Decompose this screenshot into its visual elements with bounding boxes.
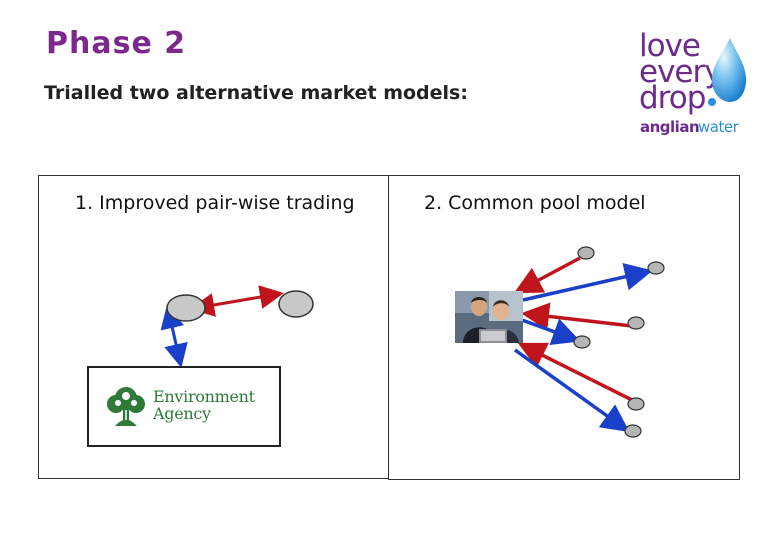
anglian-water-logo: love every drop anglian water bbox=[632, 30, 752, 140]
pairwise-trading-label: 1. Improved pair-wise trading bbox=[75, 192, 355, 214]
environment-agency-name-line1: Environment bbox=[153, 387, 255, 406]
pool-arrow-blue bbox=[513, 348, 630, 433]
participant-node bbox=[573, 335, 591, 349]
participant-node bbox=[624, 424, 642, 438]
slide-subtitle: Trialled two alternative market models: bbox=[44, 82, 468, 104]
participant-node bbox=[627, 316, 645, 330]
common-pool-label: 2. Common pool model bbox=[424, 192, 646, 214]
participant-node bbox=[577, 246, 595, 260]
participant-node bbox=[647, 261, 665, 275]
pool-arrow-red bbox=[513, 256, 581, 294]
trader-node bbox=[278, 290, 314, 318]
pairwise-trade-arrow bbox=[190, 285, 284, 317]
pool-arrow-red bbox=[517, 342, 633, 402]
pool-arrow-red bbox=[521, 302, 633, 331]
slide-title: Phase 2 bbox=[46, 26, 187, 61]
logo-brand-water: water bbox=[698, 118, 739, 136]
pool-arrow-blue bbox=[522, 263, 653, 302]
environment-agency-name-line2: Agency bbox=[153, 404, 211, 423]
participant-node bbox=[627, 397, 645, 411]
trader-node bbox=[166, 294, 206, 322]
water-drop-icon bbox=[708, 38, 746, 106]
environment-agency-box: Environment Agency bbox=[87, 366, 281, 447]
regulator-link-arrow bbox=[160, 304, 188, 368]
logo-word-drop: drop bbox=[639, 80, 706, 116]
pool-operator-photo bbox=[455, 291, 523, 343]
logo-word-every: every bbox=[639, 54, 723, 90]
logo-word-love: love bbox=[639, 28, 701, 64]
logo-brand-anglian: anglian bbox=[640, 118, 700, 136]
tree-icon bbox=[107, 387, 145, 426]
pool-arrow-blue bbox=[521, 318, 581, 345]
